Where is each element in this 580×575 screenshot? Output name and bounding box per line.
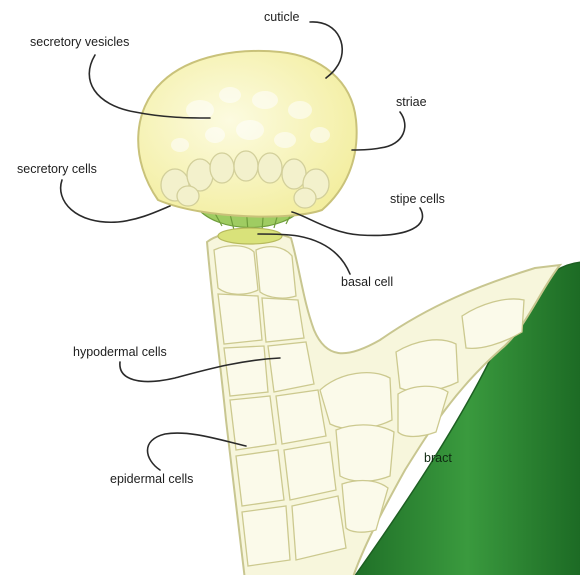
leader-striae [352, 112, 405, 150]
label-hypodermal-cells: hypodermal cells [73, 346, 167, 359]
label-secretory-cells: secretory cells [17, 163, 97, 176]
label-epidermal-cells: epidermal cells [110, 473, 193, 486]
label-cuticle: cuticle [264, 11, 299, 24]
label-secretory-vesicles: secretory vesicles [30, 36, 129, 49]
label-stipe-cells: stipe cells [390, 193, 445, 206]
label-striae: striae [396, 96, 427, 109]
basal-cell-shape [218, 228, 282, 244]
label-basal-cell: basal cell [341, 276, 393, 289]
label-bract: bract [424, 452, 452, 465]
